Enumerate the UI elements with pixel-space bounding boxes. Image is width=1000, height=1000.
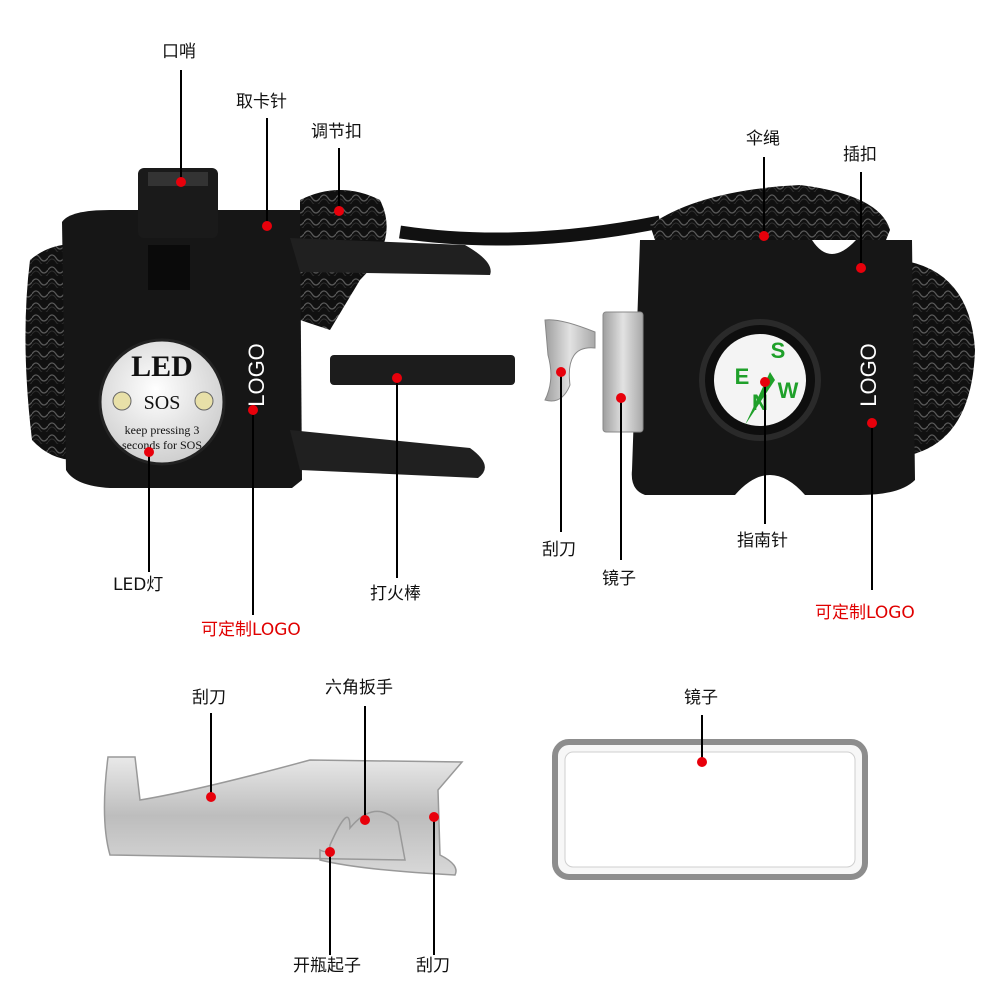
label-led-light: LED灯 [113, 575, 164, 595]
led-bulb-right-icon [194, 391, 214, 411]
scraper-hook [544, 319, 596, 402]
pointer-dot-fire-starter [392, 373, 402, 383]
pointer-line-mirror-bottom [701, 715, 703, 762]
pointer-dot-bottle-opener [325, 847, 335, 857]
label-fire-starter: 打火棒 [370, 584, 421, 604]
pointer-dot-adjust-buckle [334, 206, 344, 216]
pointer-line-buckle [860, 172, 862, 268]
label-scraper-tool: 刮刀 [192, 688, 226, 708]
label-hex-wrench: 六角扳手 [325, 678, 393, 698]
multi-tool-card [103, 756, 464, 876]
led-bulb-left-icon [112, 391, 132, 411]
right-logo-text: LOGO [856, 343, 881, 407]
compass-s: S [771, 338, 786, 363]
pointer-dot-card-pin [262, 221, 272, 231]
pointer-dot-paracord [759, 231, 769, 241]
pointer-line-hex-wrench [364, 706, 366, 820]
led-cap-sos: SOS [144, 392, 181, 414]
pointer-line-led [148, 452, 150, 572]
pointer-line-scraper-top [560, 372, 562, 532]
mirror-plate [602, 311, 644, 433]
led-cap-line1: keep pressing 3 [125, 423, 200, 437]
pointer-line-scraper-tool [210, 713, 212, 797]
pointer-line-fire-starter [396, 378, 398, 578]
right-paracord-braid-side [900, 260, 975, 455]
pointer-dot-compass [760, 377, 770, 387]
label-paracord: 伞绳 [746, 129, 780, 149]
right-buckle-notch [812, 240, 856, 254]
label-bottle-opener: 开瓶起子 [293, 956, 361, 976]
right-paracord-braid-top [650, 185, 890, 255]
left-buckle-arm-bottom [290, 430, 485, 478]
pointer-dot-hex-wrench [360, 815, 370, 825]
pointer-line-whistle [180, 70, 182, 182]
pointer-line-logo-left [252, 410, 254, 615]
pointer-dot-scraper-top [556, 367, 566, 377]
label-custom-logo-left: 可定制LOGO [201, 620, 301, 640]
pointer-line-compass [764, 382, 766, 524]
pointer-line-adjust-buckle [338, 148, 340, 210]
label-scraper-edge: 刮刀 [416, 956, 450, 976]
led-cap-line2: seconds for SOS [122, 438, 202, 452]
connecting-cord [399, 215, 662, 246]
pointer-line-mirror-top [620, 398, 622, 560]
left-buckle-arm-top [290, 238, 491, 275]
pointer-dot-mirror-bottom [697, 757, 707, 767]
whistle [138, 168, 218, 290]
label-custom-logo-right: 可定制LOGO [815, 603, 915, 623]
pointer-dot-scraper-edge [429, 812, 439, 822]
pointer-dot-logo-right [867, 418, 877, 428]
left-bracelet: LED SOS keep pressing 3 seconds for SOS … [25, 168, 662, 488]
pointer-dot-logo-left [248, 405, 258, 415]
pointer-dot-whistle [176, 177, 186, 187]
label-scraper-top: 刮刀 [542, 540, 576, 560]
label-mirror-bottom: 镜子 [684, 688, 718, 708]
label-buckle: 插扣 [843, 145, 877, 165]
pointer-line-card-pin [266, 118, 268, 226]
label-card-pin: 取卡针 [236, 92, 287, 112]
pointer-dot-scraper-tool [206, 792, 216, 802]
pointer-line-scraper-edge [433, 817, 435, 955]
right-buckle-notch-bottom [735, 475, 805, 495]
label-whistle: 口哨 [162, 42, 196, 62]
label-mirror-top: 镜子 [602, 569, 636, 589]
compass-w: W [778, 378, 799, 403]
label-compass: 指南针 [737, 531, 788, 551]
compass-e: E [735, 364, 750, 389]
label-adjust-buckle: 调节扣 [311, 122, 362, 142]
led-cap: LED SOS keep pressing 3 seconds for SOS [98, 338, 226, 466]
pointer-line-logo-right [871, 423, 873, 590]
pointer-line-bottle-opener [329, 852, 331, 955]
pointer-dot-mirror-top [616, 393, 626, 403]
pointer-line-paracord [763, 157, 765, 235]
pointer-dot-led [144, 447, 154, 457]
led-cap-title: LED [131, 350, 193, 383]
left-logo-text: LOGO [244, 343, 269, 407]
pointer-dot-buckle [856, 263, 866, 273]
fire-starter-rod [330, 355, 515, 385]
mirror-card-inner [564, 751, 856, 868]
